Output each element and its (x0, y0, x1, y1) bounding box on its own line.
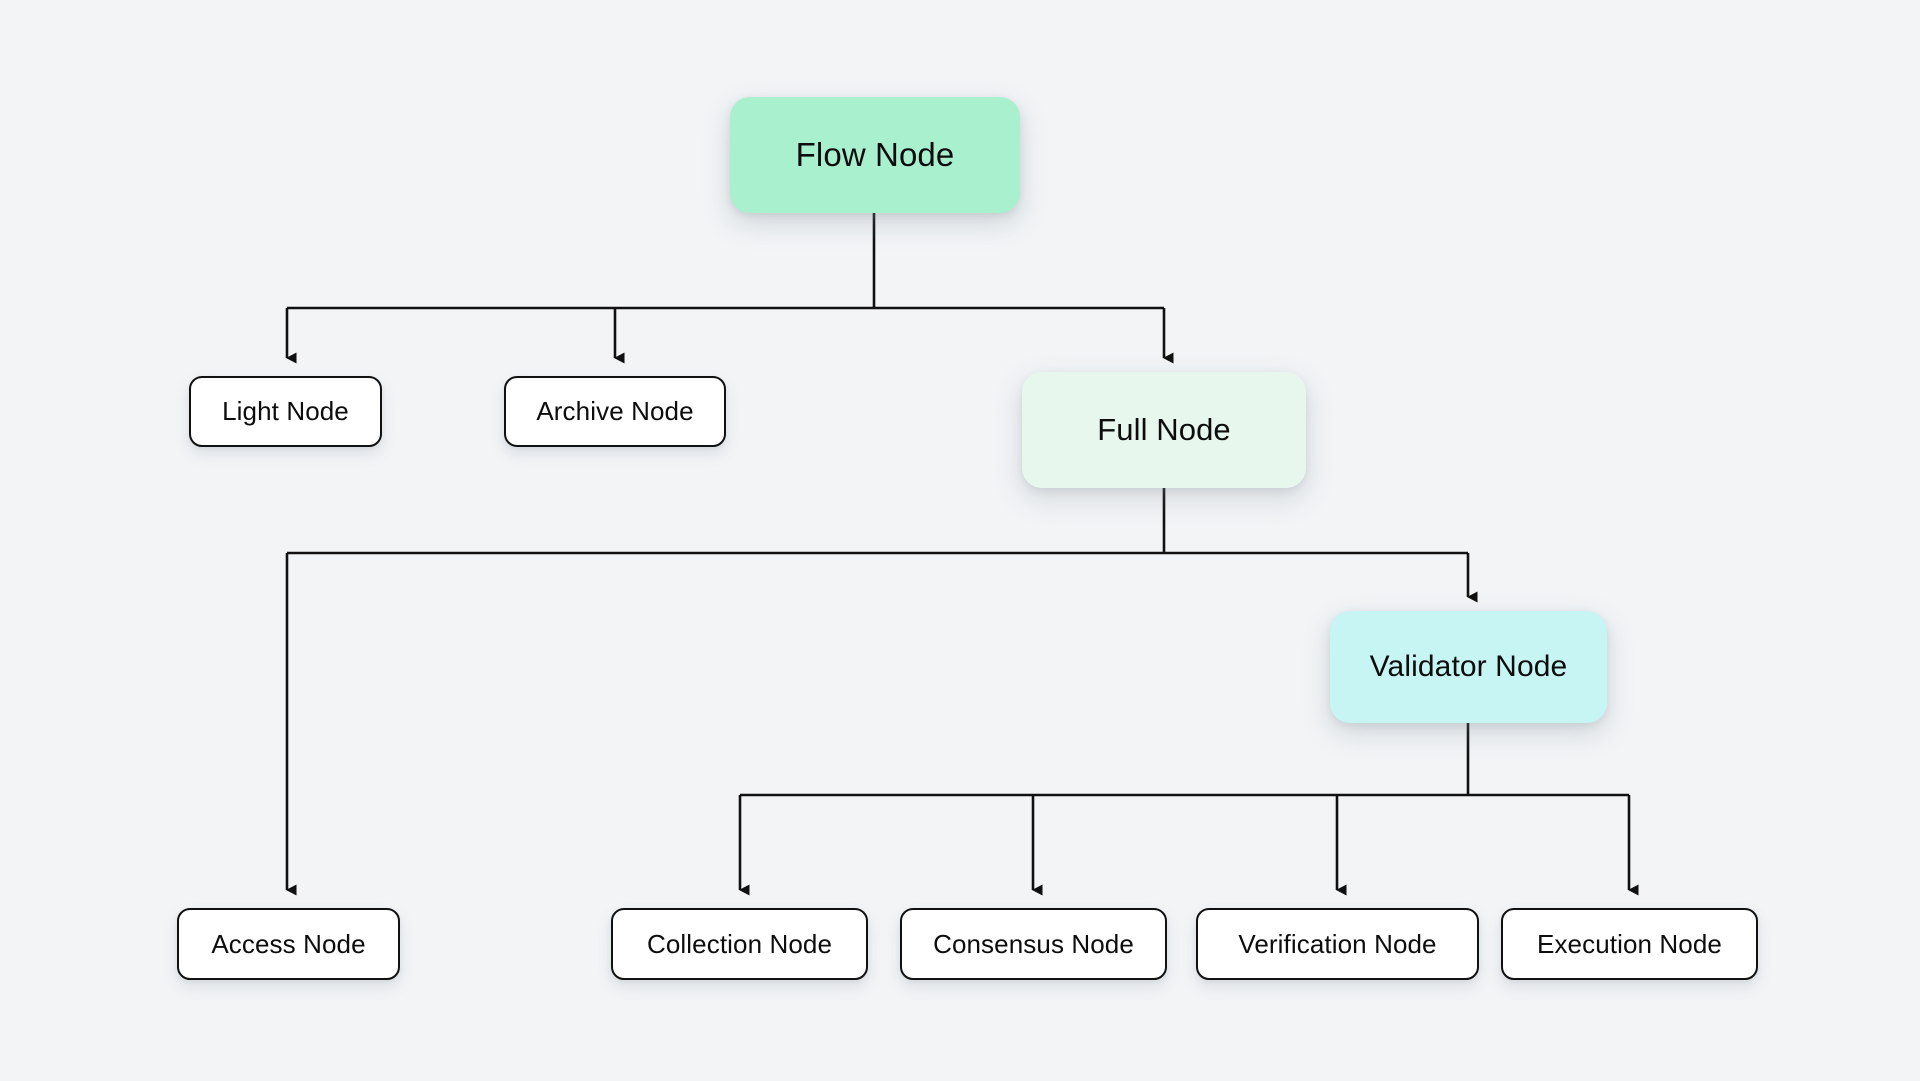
node-verification[interactable]: Verification Node (1196, 908, 1479, 980)
node-consensus[interactable]: Consensus Node (900, 908, 1167, 980)
node-collection[interactable]: Collection Node (611, 908, 868, 980)
node-validator[interactable]: Validator Node (1330, 611, 1607, 723)
node-full[interactable]: Full Node (1022, 372, 1306, 488)
node-archive[interactable]: Archive Node (504, 376, 726, 447)
node-flow[interactable]: Flow Node (730, 97, 1020, 213)
node-execution[interactable]: Execution Node (1501, 908, 1758, 980)
node-access[interactable]: Access Node (177, 908, 400, 980)
node-light[interactable]: Light Node (189, 376, 382, 447)
